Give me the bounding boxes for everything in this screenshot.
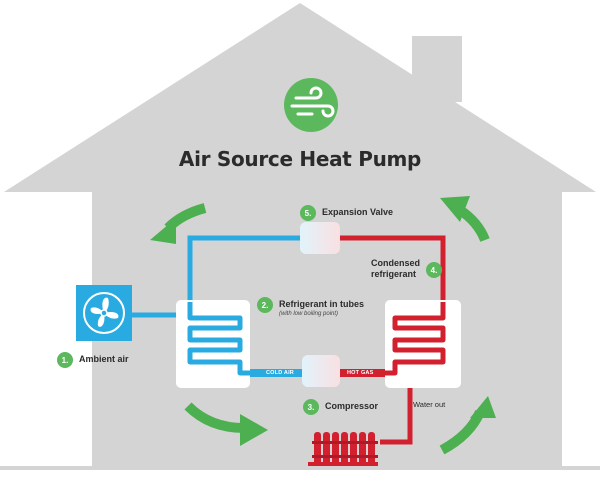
evaporator-coil [176,300,252,388]
airflow-arrow-top-left [150,203,207,244]
ground-line [0,466,600,470]
cold-air-tag: COLD AIR [266,370,294,376]
step-label: Compressor [325,401,379,411]
step-number-badge: 4. [426,262,443,278]
step-label-group: Refrigerant in tubes (with low boiling p… [279,297,364,318]
condenser-coil [383,300,461,388]
step-label: Refrigerant in tubes [279,299,365,309]
step-number-badge: 3. [303,399,319,415]
compressor [302,355,340,387]
airflow-arrow-top-right [440,196,490,242]
step-compressor: 3. Compressor [303,399,378,415]
page-title: Air Source Heat Pump [178,147,422,171]
water-out-label: Water out [413,400,446,409]
hot-gas-tag: HOT GAS [347,370,374,376]
step-refrigerant-in-tubes: 2. Refrigerant in tubes (with low boilin… [257,297,364,318]
step-ambient-air: 1. Ambient air [57,352,129,368]
refrigerant-loop [130,235,446,445]
step-label: Condensed refrigerant [371,258,421,279]
cold-pipe-bottom [228,369,303,377]
step-number-badge: 5. [300,205,316,221]
airflow-arrow-bottom-left [184,402,268,446]
airflow-arrow-bottom-right [439,396,496,455]
step-condensed-refrigerant: 4. Condensed refrigerant [371,258,443,280]
expansion-valve [300,222,340,254]
step-number-badge: 2. [257,297,273,313]
step-label: Expansion Valve [322,207,394,217]
fan-icon [76,285,132,341]
hot-pipe-bottom [340,369,385,377]
step-expansion-valve: 5. Expansion Valve [300,205,393,221]
radiator-icon [308,432,378,466]
step-sublabel: (with low boiling point) [279,311,339,317]
step-number-badge: 1. [57,352,73,368]
wind-icon [284,78,338,132]
step-label: Ambient air [79,354,129,364]
